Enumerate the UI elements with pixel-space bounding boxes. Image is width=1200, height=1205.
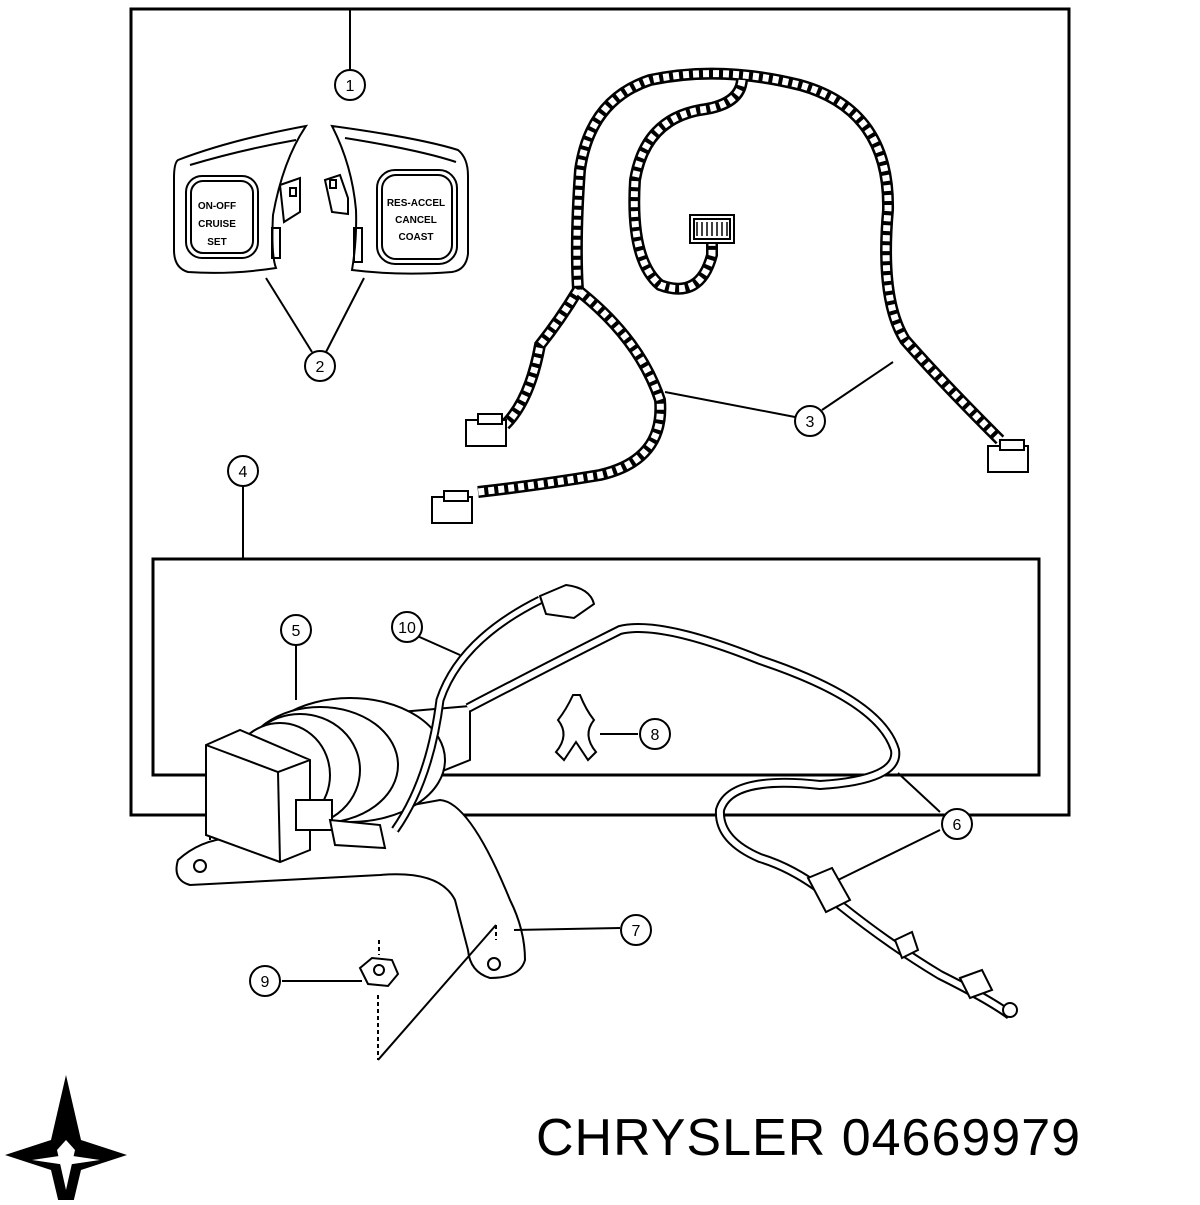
right-switch-label-1: RES-ACCEL [387, 198, 445, 209]
callout-6: 6 [941, 808, 973, 840]
callout-4: 4 [227, 455, 259, 487]
svg-text:10: 10 [398, 620, 416, 637]
right-switch-label-2: CANCEL [395, 215, 437, 226]
svg-text:4: 4 [239, 464, 248, 481]
right-switch-label-3: COAST [399, 232, 434, 243]
left-switch-label-3: SET [207, 237, 226, 248]
svg-text:5: 5 [292, 623, 301, 640]
inner-frame [151, 557, 1041, 777]
part-number: 04669979 [841, 1109, 1082, 1167]
throttle-cable [465, 623, 1018, 1020]
retaining-clip [554, 694, 638, 762]
callout-leaders [242, 9, 621, 982]
callout-7: 7 [620, 914, 652, 946]
callout-9: 9 [249, 965, 281, 997]
left-switch-label-2: CRUISE [198, 219, 236, 230]
svg-text:6: 6 [953, 817, 962, 834]
callout-3: 3 [794, 405, 826, 437]
callout-5: 5 [280, 614, 312, 646]
speed-control-switches [173, 124, 469, 353]
svg-text:7: 7 [632, 923, 641, 940]
part-caption: CHRYSLER 04669979 [536, 1108, 1081, 1168]
svg-text:1: 1 [346, 78, 355, 95]
callout-1: 1 [334, 69, 366, 101]
callout-10: 10 [391, 611, 423, 643]
outer-frame [129, 7, 1071, 817]
left-switch-label-1: ON-OFF [198, 201, 236, 212]
wire-harness [431, 67, 1029, 524]
callout-8: 8 [639, 718, 671, 750]
svg-text:3: 3 [806, 414, 815, 431]
svg-text:8: 8 [651, 727, 660, 744]
svg-text:9: 9 [261, 974, 270, 991]
brand-name: CHRYSLER [536, 1109, 827, 1167]
svg-text:2: 2 [316, 359, 325, 376]
pentastar-icon [5, 1075, 127, 1205]
callout-2: 2 [304, 350, 336, 382]
speed-control-servo [175, 583, 596, 1061]
